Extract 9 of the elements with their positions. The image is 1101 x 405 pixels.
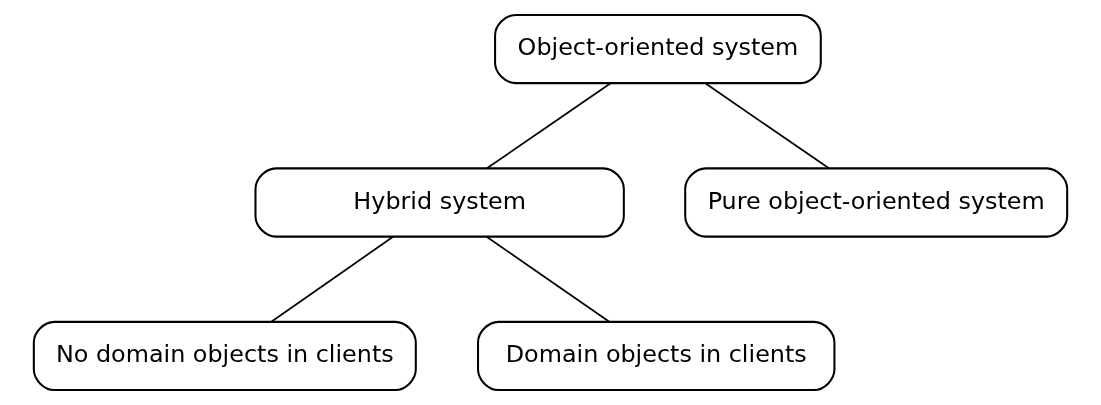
node-box: Object-oriented system: [494, 13, 822, 85]
node-box: No domain objects in clients: [32, 320, 417, 392]
connector: [704, 82, 830, 170]
connector: [485, 235, 611, 323]
node-box: Pure object-oriented system: [684, 167, 1069, 238]
connector: [270, 235, 394, 323]
connector: [486, 82, 612, 170]
node-box: Hybrid system: [254, 167, 625, 238]
node-box: Domain objects in clients: [477, 320, 836, 392]
